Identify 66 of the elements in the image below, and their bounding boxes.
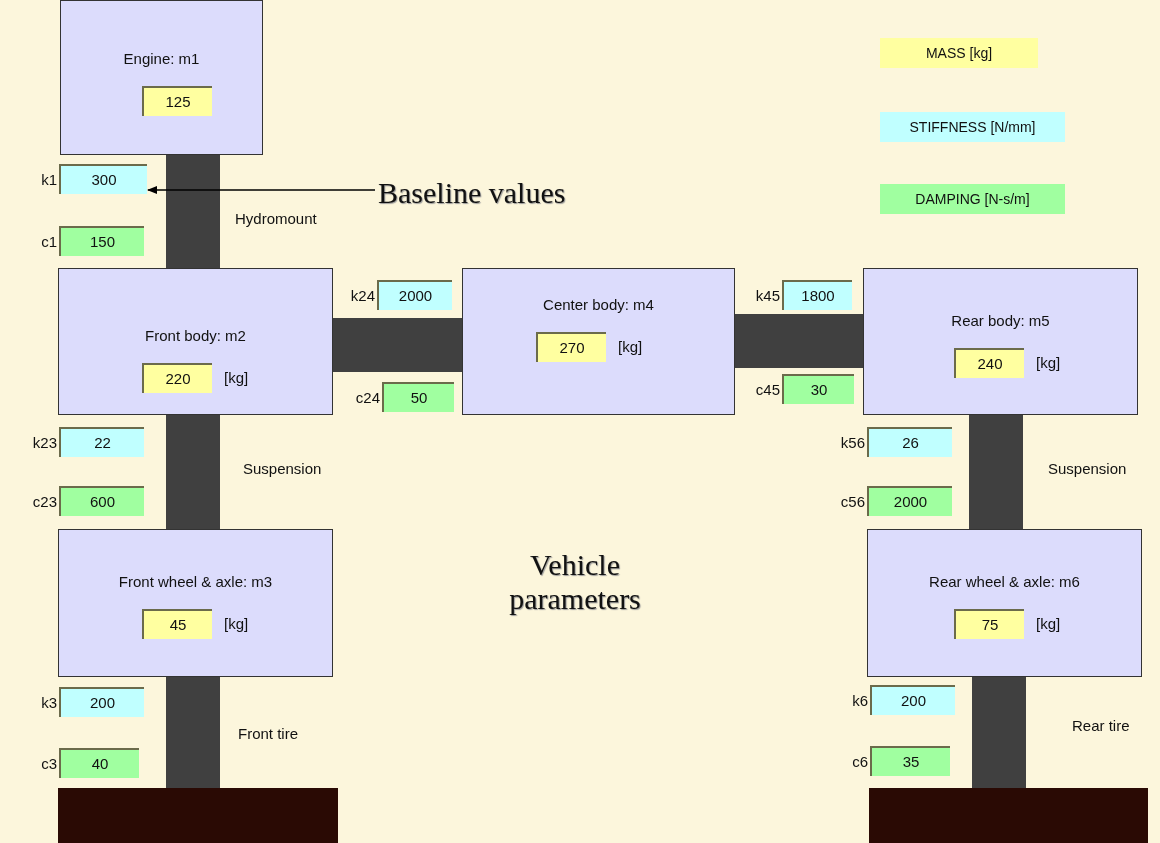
connector-bar xyxy=(972,677,1026,788)
parameter-field: 50 xyxy=(382,382,454,412)
parameter-field: 200 xyxy=(59,687,144,717)
mass-title: Front body: m2 xyxy=(144,326,247,346)
parameter-name: c56 xyxy=(839,492,865,512)
unit-label: [kg] xyxy=(1036,353,1061,373)
leader-line xyxy=(147,186,376,194)
parameter-name: k6 xyxy=(851,691,868,711)
parameter-name: k56 xyxy=(839,433,865,453)
legend-swatch: MASS [kg] xyxy=(880,38,1038,68)
unit-label: [kg] xyxy=(224,614,249,634)
caption-text: Vehicle parameters xyxy=(508,548,642,616)
parameter-name: k24 xyxy=(349,286,375,306)
value-field: 270 xyxy=(536,332,606,362)
parameter-field: 40 xyxy=(59,748,139,778)
mass-title: Rear wheel & axle: m6 xyxy=(928,572,1081,592)
value-field: 125 xyxy=(142,86,212,116)
legend-swatch: STIFFNESS [N/mm] xyxy=(880,112,1065,142)
ground-block xyxy=(58,788,338,843)
mass-box xyxy=(58,529,333,677)
parameter-field: 2000 xyxy=(867,486,952,516)
parameter-name: c23 xyxy=(31,492,57,512)
mass-title: Center body: m4 xyxy=(542,295,655,315)
connector-bar xyxy=(333,318,462,372)
parameter-field: 200 xyxy=(870,685,955,715)
parameter-name: k23 xyxy=(31,433,57,453)
mass-title: Engine: m1 xyxy=(122,49,201,69)
callout-text: Baseline values xyxy=(378,170,566,215)
unit-label: [kg] xyxy=(618,337,643,357)
parameter-field: 30 xyxy=(782,374,854,404)
parameter-field: 2000 xyxy=(377,280,452,310)
value-field: 240 xyxy=(954,348,1024,378)
parameter-name: k1 xyxy=(40,170,57,190)
value-field: 220 xyxy=(142,363,212,393)
parameter-field: 1800 xyxy=(782,280,852,310)
legend-swatch: DAMPING [N-s/m] xyxy=(880,184,1065,214)
parameter-field: 150 xyxy=(59,226,144,256)
value-field: 75 xyxy=(954,609,1024,639)
parameter-field: 600 xyxy=(59,486,144,516)
mass-box xyxy=(462,268,735,415)
parameter-name: c3 xyxy=(40,754,57,774)
parameter-name: k45 xyxy=(754,286,780,306)
parameter-name: c1 xyxy=(40,232,57,252)
mass-box xyxy=(60,0,263,155)
parameter-name: c24 xyxy=(354,388,380,408)
connector-bar xyxy=(969,415,1023,529)
parameter-field: 22 xyxy=(59,427,144,457)
connector-bar xyxy=(166,677,220,788)
connector-bar xyxy=(166,155,220,268)
connector-bar xyxy=(735,314,863,368)
mass-box xyxy=(58,268,333,415)
parameter-field: 35 xyxy=(870,746,950,776)
parameter-field: 26 xyxy=(867,427,952,457)
parameter-name: k3 xyxy=(40,693,57,713)
parameter-name: c6 xyxy=(851,752,868,772)
connector-bar xyxy=(166,415,220,529)
value-field: 45 xyxy=(142,609,212,639)
ground-block xyxy=(869,788,1148,843)
mass-title: Rear body: m5 xyxy=(950,311,1051,331)
parameter-name: c45 xyxy=(754,380,780,400)
unit-label: [kg] xyxy=(1036,614,1061,634)
unit-label: [kg] xyxy=(224,368,249,388)
mass-box xyxy=(863,268,1138,415)
mass-title: Front wheel & axle: m3 xyxy=(117,572,274,592)
parameter-field: 300 xyxy=(59,164,147,194)
mass-box xyxy=(867,529,1142,677)
